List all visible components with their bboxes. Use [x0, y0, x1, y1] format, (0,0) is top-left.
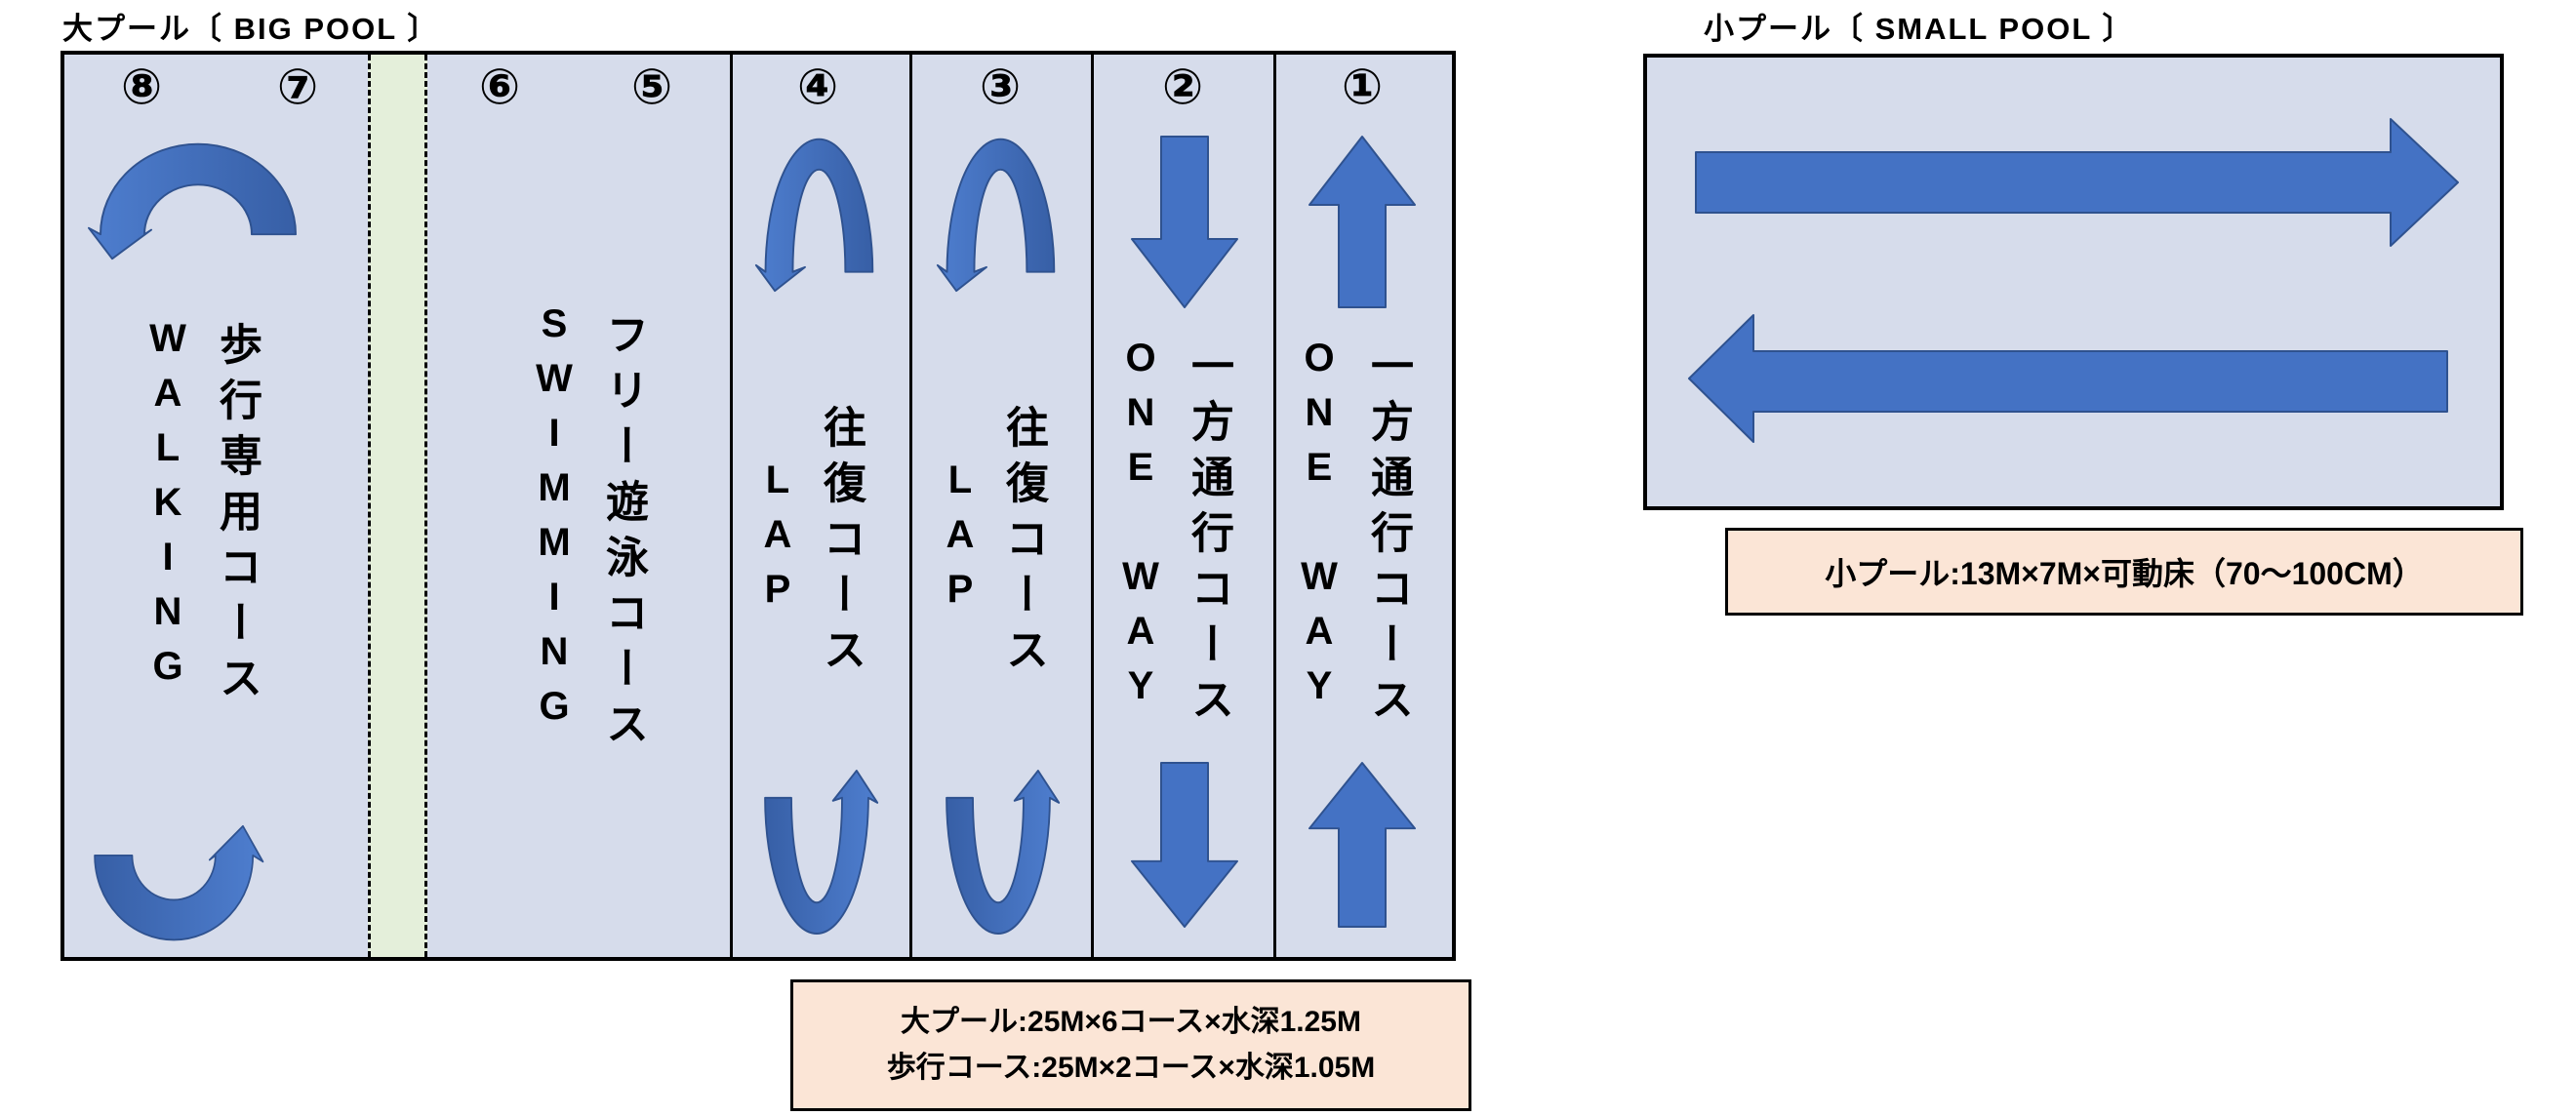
right-arrow-icon: [1695, 118, 2459, 247]
lane-number-1: ①: [1341, 60, 1384, 114]
small-pool-info-line1: 小プール:13M×7M×可動床（70～100CM）: [1825, 556, 2424, 591]
buffer-strip: [368, 55, 427, 957]
lane-divider: [909, 55, 912, 957]
lane-number-7: ⑦: [276, 60, 319, 114]
lap-label-jp: 往復コース: [999, 405, 1047, 683]
one-way-label-jp: 一方通行コース: [1364, 343, 1412, 733]
lap-label-jp: 往復コース: [817, 405, 865, 683]
left-arrow-icon: [1688, 314, 2448, 443]
walking-turn-u-arrow-icon: [78, 824, 265, 944]
lane-number-3: ③: [979, 60, 1022, 114]
big-pool: ⑧ ⑦ ⑥ ⑤ ④ ③ ② ①: [60, 51, 1456, 961]
lap-turn-n-arrow-icon: [935, 130, 1062, 296]
lap-label-en: LAP: [939, 458, 982, 622]
down-arrow-icon: [1131, 136, 1238, 308]
lane-divider: [1091, 55, 1094, 957]
lane-divider: [1273, 55, 1276, 957]
lane-number-2: ②: [1161, 60, 1204, 114]
big-pool-title: 大プール〔 BIG POOL 〕: [62, 12, 440, 46]
big-pool-info-line1: 大プール:25M×6コース×水深1.25M: [901, 1006, 1361, 1038]
one-way-label-en: ONE WAY: [1298, 337, 1341, 719]
small-pool: [1643, 54, 2504, 510]
lane-number-4: ④: [796, 60, 839, 114]
lane-number-5: ⑤: [630, 60, 673, 114]
small-pool-title: 小プール〔 SMALL POOL 〕: [1704, 12, 2135, 46]
walking-label-en: WALKING: [146, 317, 189, 699]
big-pool-info-line2: 歩行コース:25M×2コース×水深1.05M: [886, 1051, 1376, 1084]
walking-turn-arch-arrow-icon: [86, 140, 301, 261]
lap-turn-u-arrow-icon: [753, 769, 880, 938]
lap-turn-u-arrow-icon: [935, 769, 1062, 938]
swimming-label-en: SWIMMING: [533, 302, 576, 739]
down-arrow-icon: [1131, 762, 1238, 928]
lap-label-en: LAP: [756, 458, 799, 622]
one-way-label-jp: 一方通行コース: [1185, 343, 1232, 733]
lane-number-8: ⑧: [120, 60, 163, 114]
small-pool-info-box: 小プール:13M×7M×可動床（70～100CM）: [1725, 528, 2523, 616]
lane-divider: [730, 55, 733, 957]
up-arrow-icon: [1308, 762, 1416, 928]
walking-label-jp: 歩行専用コース: [213, 322, 261, 711]
up-arrow-icon: [1308, 136, 1416, 308]
big-pool-info-box: 大プール:25M×6コース×水深1.25M 歩行コース:25M×2コース×水深1…: [790, 979, 1471, 1111]
lap-turn-n-arrow-icon: [753, 130, 880, 296]
lane-number-6: ⑥: [478, 60, 521, 114]
one-way-label-en: ONE WAY: [1119, 337, 1162, 719]
swimming-label-jp: フリー遊泳コース: [599, 312, 647, 757]
